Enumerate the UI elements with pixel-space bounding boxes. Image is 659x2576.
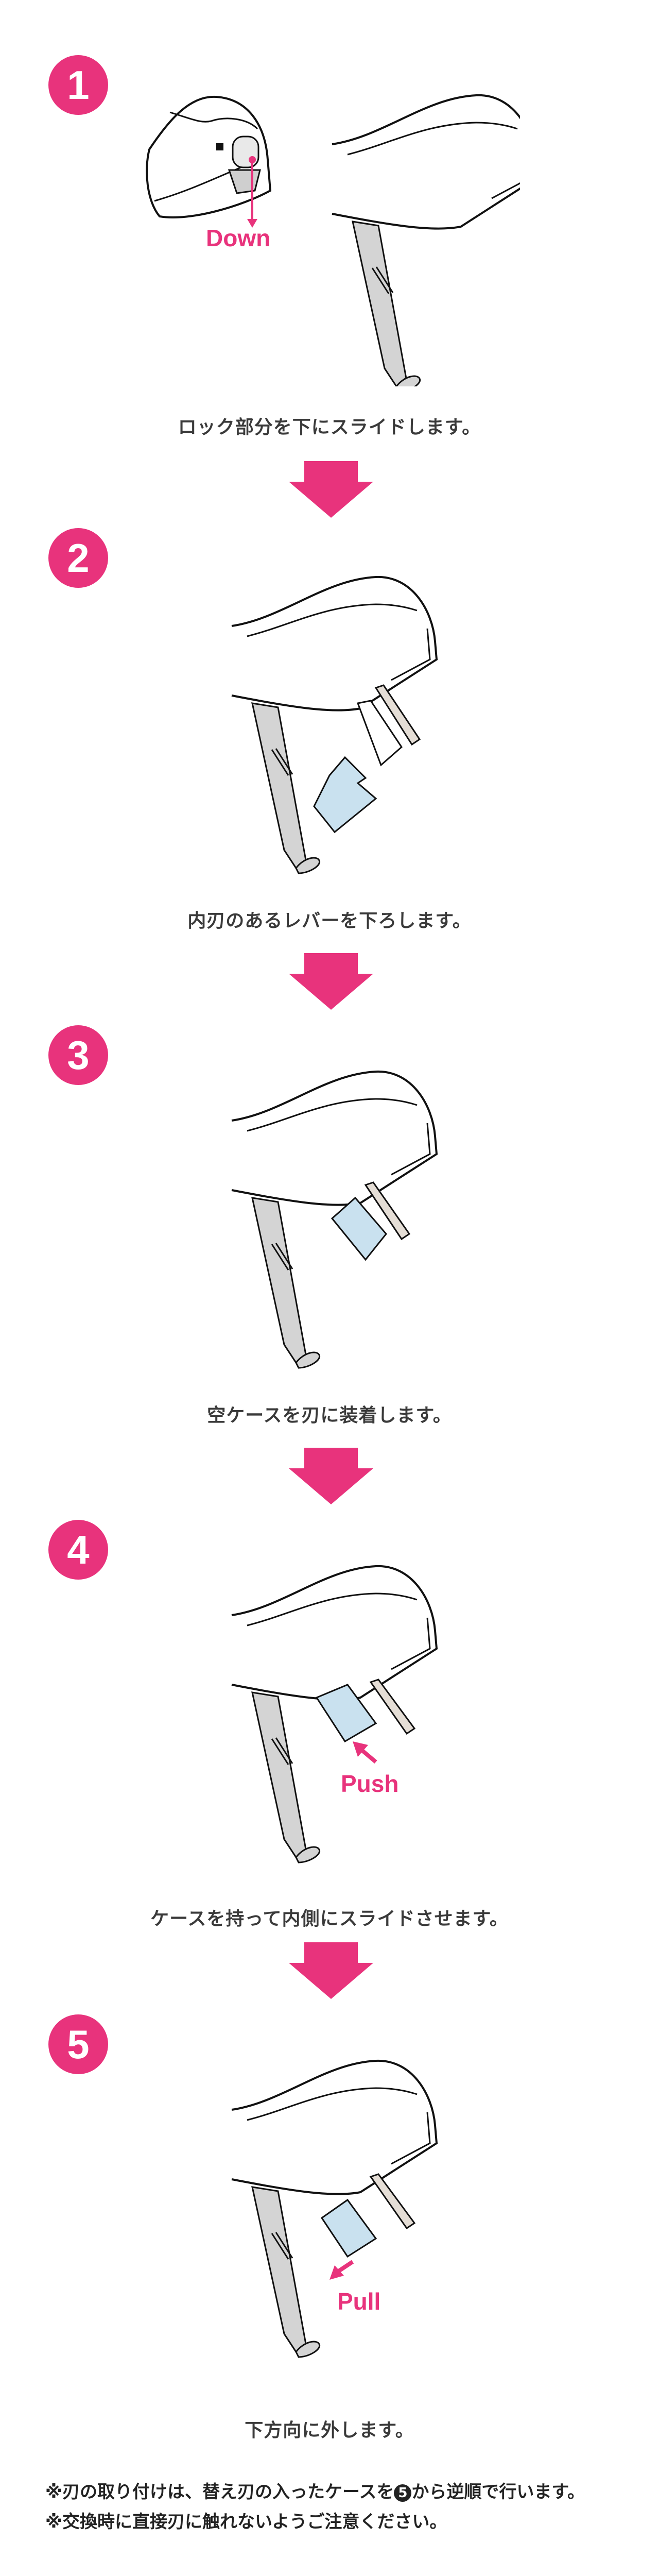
step-3-number-badge: 3 [48, 1025, 108, 1085]
step-1-caption: ロック部分を下にスライドします。 [178, 417, 481, 438]
next-step-arrow-icon [289, 953, 373, 1010]
step-5-reference-badge: 5 [394, 2484, 412, 2502]
note-1-text: ※刃の取り付けは、替え刃の入ったケースを [45, 2482, 394, 2502]
down-label: Down [206, 225, 271, 251]
dryer-rear-closeup [146, 95, 272, 218]
step-4-number-badge: 4 [48, 1520, 108, 1580]
inner-blade-lever [374, 684, 421, 746]
push-label: Push [341, 1770, 399, 1797]
step-3-illustration [231, 1070, 438, 1369]
note-2: ※交換時に直接刃に触れないようご注意ください。 [45, 2512, 447, 2532]
note-1-text-end: から逆順で行います。 [411, 2482, 585, 2502]
blade-case [320, 2198, 377, 2258]
step-3-caption: 空ケースを刃に装着します。 [207, 1405, 452, 1426]
next-step-arrow-icon [289, 1942, 373, 1999]
step-2-illustration [231, 575, 438, 874]
step-1-number-badge: 1 [48, 55, 108, 115]
blade-case [331, 1196, 387, 1261]
step-5-caption: 下方向に外します。 [245, 2420, 414, 2441]
step-5-number-badge: 5 [48, 2014, 108, 2074]
step-4-illustration [231, 1565, 438, 1863]
step-4-caption: ケースを持って内側にスライドさせます。 [150, 1908, 509, 1929]
next-step-arrow-icon [289, 1448, 373, 1504]
step-2-number-badge: 2 [48, 528, 108, 588]
next-step-arrow-icon [289, 461, 373, 518]
step-1-illustration [146, 94, 520, 386]
step-2-caption: 内刃のあるレバーを下ろします。 [187, 910, 472, 931]
blade-case [313, 756, 377, 834]
step-5-illustration [231, 2059, 438, 2358]
lock-icon [216, 143, 223, 150]
pull-label: Pull [337, 2288, 381, 2315]
blade-case [315, 1684, 377, 1743]
pull-arrow-icon [336, 2260, 354, 2274]
